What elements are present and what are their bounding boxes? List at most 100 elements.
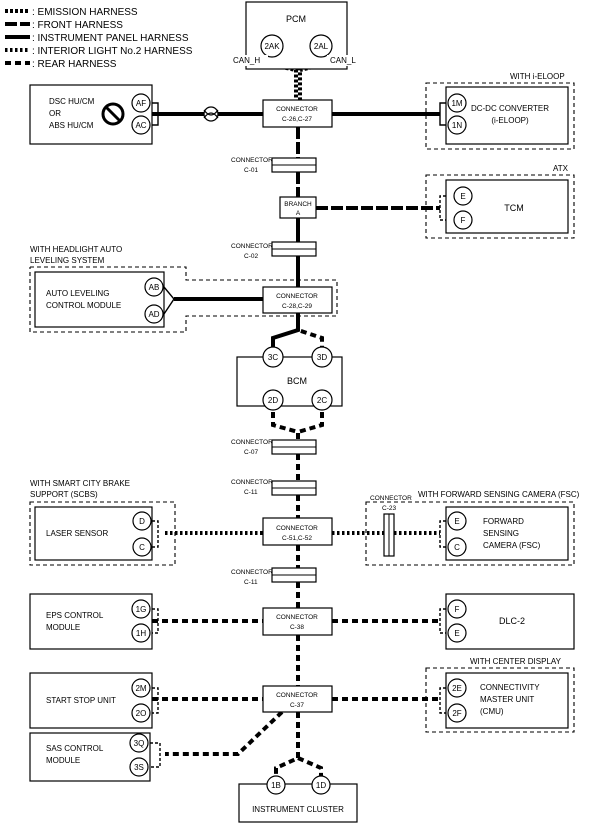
connector-c51-label-2: C-51,C-52 xyxy=(282,535,312,542)
fork-dcdc xyxy=(439,102,446,126)
laser-pin-c-label: C xyxy=(139,543,145,552)
cmu-label-1: CONNECTIVITY xyxy=(480,683,540,692)
wire-c37-sas xyxy=(165,710,284,756)
connector-c23-label-2: C-23 xyxy=(382,505,396,512)
bcm-label: BCM xyxy=(287,376,307,386)
branch-a: BRANCH A xyxy=(279,196,317,219)
can-h-label: CAN_H xyxy=(233,56,260,65)
laser-pin-d xyxy=(132,511,152,531)
pcm-pin-2al-label: 2AL xyxy=(314,42,329,51)
prohibited-icon xyxy=(101,102,125,126)
pcm-pin-2ak-label: 2AK xyxy=(264,42,280,51)
dsc-module: DSC HU/CM OR ABS HU/CM AF AC xyxy=(29,84,153,145)
legend-instrument: : INSTRUMENT PANEL HARNESS xyxy=(32,33,189,44)
fork-autolevel xyxy=(163,286,175,315)
connector-c11-lower-label-2: C-11 xyxy=(244,579,258,586)
wires-front xyxy=(296,127,440,210)
sas-pin-3q-label: 3Q xyxy=(134,739,145,748)
connector-c07-label-2: C-07 xyxy=(244,449,258,456)
connector-c11-upper-label-2: C-11 xyxy=(244,489,258,496)
fsc-pin-e-label: E xyxy=(454,517,459,526)
connector-c26-label-2: C-26,C-27 xyxy=(282,116,312,123)
bcm-pin-3c xyxy=(262,346,284,368)
dcdc-pin-1n-label: 1N xyxy=(452,121,462,130)
laser-label: LASER SENSOR xyxy=(46,529,108,538)
connector-c01-label-1: CONNECTOR xyxy=(231,157,273,164)
fsc-pin-c xyxy=(447,537,467,557)
tcm-label: TCM xyxy=(504,203,524,213)
dlc-label: DLC-2 xyxy=(499,616,525,626)
connector-c11-lower-label-1: CONNECTOR xyxy=(231,569,273,576)
startstop-label: START STOP UNIT xyxy=(46,696,116,705)
connector-c07-label-1: CONNECTOR xyxy=(231,439,273,446)
pcm-pin-2ak xyxy=(260,34,284,58)
autolevel-pin-ad-label: AD xyxy=(148,310,159,319)
sas-pin-3s-label: 3S xyxy=(134,763,144,772)
tcm-pin-f xyxy=(453,210,473,230)
startstop-pin-2m-label: 2M xyxy=(135,684,146,693)
connector-c11-lower: CONNECTOR C-11 xyxy=(231,567,317,586)
eps-pin-1g-label: 1G xyxy=(136,605,147,614)
dcdc-pin-1m xyxy=(447,93,467,113)
sas-label-2: MODULE xyxy=(46,756,80,765)
connector-c11-upper: CONNECTOR C-11 xyxy=(231,479,317,496)
atx-option-label: ATX xyxy=(553,164,569,173)
fork-dlc xyxy=(439,608,446,634)
connector-c23: CONNECTOR C-23 xyxy=(370,495,412,557)
connector-c51-label-1: CONNECTOR xyxy=(276,525,318,532)
bcm-pin-3d-label: 3D xyxy=(317,353,327,362)
tcm-pin-e xyxy=(453,186,473,206)
dcdc-pin-1m-label: 1M xyxy=(451,99,462,108)
connector-c37-label-2: C-37 xyxy=(290,702,304,709)
autolevel-pin-ab xyxy=(144,277,164,297)
fork-dsc xyxy=(152,102,159,126)
cmu-module: CONNECTIVITY MASTER UNIT (CMU) 2E 2F xyxy=(445,672,569,729)
cmu-label-3: (CMU) xyxy=(480,707,504,716)
fsc-label-3: CAMERA (FSC) xyxy=(483,541,541,550)
fsc-label-2: SENSING xyxy=(483,529,519,538)
headlight-option-box xyxy=(29,266,338,333)
dcdc-pin-1n xyxy=(447,115,467,135)
wire-c28-bcm-3d xyxy=(296,313,324,350)
wires-rear xyxy=(152,313,440,776)
fork-tcm xyxy=(439,195,446,221)
dsc-pin-ac xyxy=(131,115,151,135)
dsc-label-1: DSC HU/CM xyxy=(49,97,95,106)
wire-c37-cluster-1b xyxy=(274,712,300,776)
atx-option-box xyxy=(425,174,575,239)
fork-fsc xyxy=(439,520,446,548)
legend: : EMISSION HARNESS : FRONT HARNESS : INS… xyxy=(5,7,193,70)
eps-pin-1h-label: 1H xyxy=(136,629,146,638)
startstop-pin-2o-label: 2O xyxy=(136,709,147,718)
cluster-pin-1d xyxy=(311,775,331,795)
wire-bcm-2c-c07 xyxy=(297,412,324,434)
eps-module: EPS CONTROL MODULE 1G 1H xyxy=(29,593,153,650)
connector-c02-label-2: C-02 xyxy=(244,253,258,260)
dlc-pin-f-label: F xyxy=(455,605,460,614)
connector-c26-label-1: CONNECTOR xyxy=(276,106,318,113)
sas-pin-3q xyxy=(129,733,149,753)
connector-c37-label-1: CONNECTOR xyxy=(276,692,318,699)
pcm-module: PCM 2AK 2AL xyxy=(245,1,348,70)
connector-c28-label-1: CONNECTOR xyxy=(276,293,318,300)
cmu-pin-2e xyxy=(447,678,467,698)
dcdc-label-2: (i-ELOOP) xyxy=(491,116,529,125)
connector-c23-label-1: CONNECTOR xyxy=(370,495,412,502)
can-l-label: CAN_L xyxy=(330,56,356,65)
connector-c28-label-2: C-28,C-29 xyxy=(282,303,312,310)
connector-c01: CONNECTOR C-01 xyxy=(231,157,317,174)
connector-c07: CONNECTOR C-07 xyxy=(231,439,317,456)
startstop-pin-2m xyxy=(131,678,151,698)
startstop-pin-2o xyxy=(131,703,151,723)
dsc-label-2: OR xyxy=(49,109,61,118)
sas-label-1: SAS CONTROL xyxy=(46,744,104,753)
fsc-pin-c-label: C xyxy=(454,543,460,552)
autolevel-label-2: CONTROL MODULE xyxy=(46,301,121,310)
pin-forks xyxy=(150,102,446,768)
autolevel-pin-ad xyxy=(144,304,164,324)
legend-rear: : REAR HARNESS xyxy=(32,59,117,70)
bcm-pin-2d xyxy=(262,389,284,411)
wire-c28-bcm-3c xyxy=(271,313,300,350)
connector-c38-label-1: CONNECTOR xyxy=(276,614,318,621)
fork-eps xyxy=(152,608,159,634)
